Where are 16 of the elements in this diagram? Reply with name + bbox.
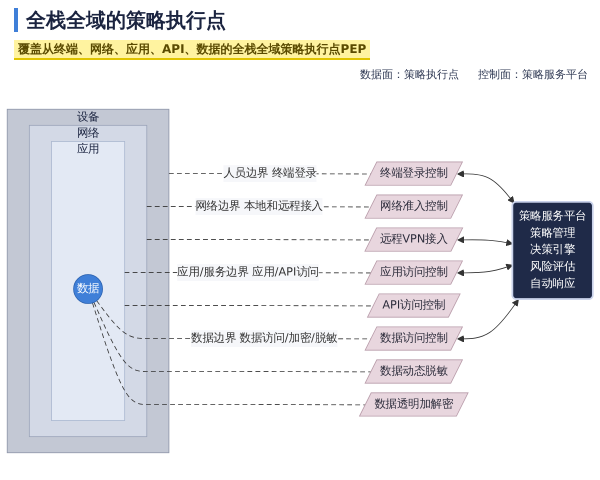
edge-label: 网络边界 本地和远程接入 [195,200,323,213]
edge-label: 应用/服务边界 应用/API访问 [177,266,319,279]
title: 全栈全域的策略执行点 [14,8,226,32]
connector [94,302,372,372]
node-circle: 数据 [73,274,103,304]
edge-label: 数据边界 数据访问/加密/脱敏 [191,332,338,345]
arrow [457,236,514,246]
connector [146,239,372,240]
arrow [457,264,514,276]
section-label: 数据面：策略执行点 [360,68,459,82]
edge-label: 人员边界 终端登录 [223,166,317,180]
arrow [457,299,519,342]
arrow [457,170,515,204]
section-label: 控制面：策略服务平台 [478,68,588,82]
subtitle: 覆盖从终端、网络、应用、API、数据的全栈全域策略执行点PEP [14,40,370,60]
connector [92,302,366,406]
